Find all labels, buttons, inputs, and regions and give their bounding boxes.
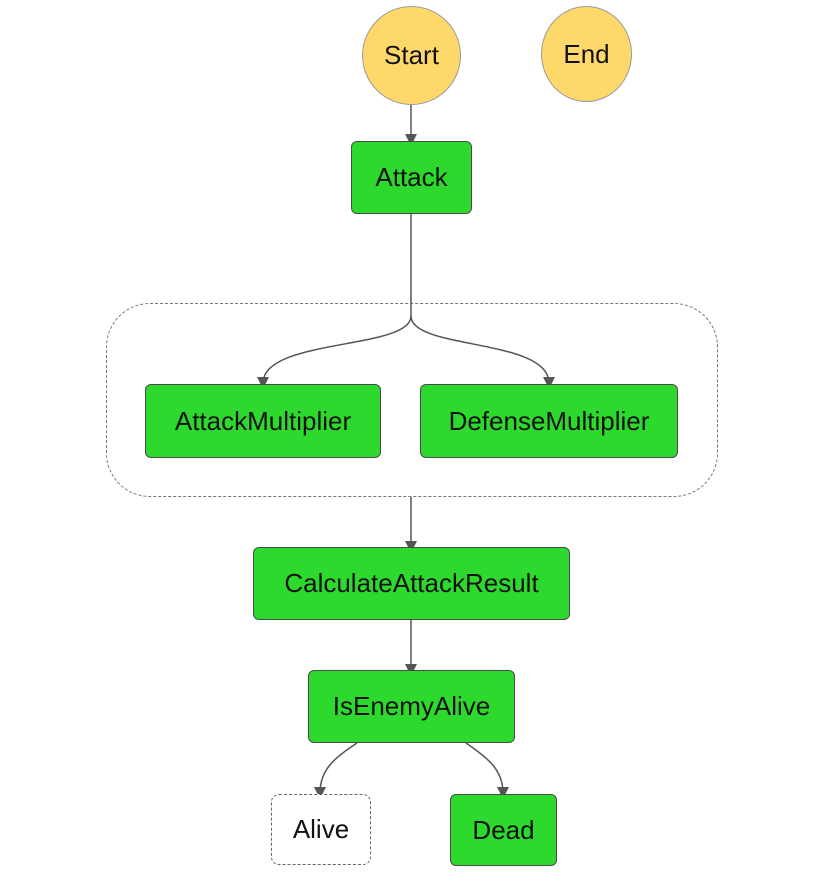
alive-label: Alive <box>292 814 350 844</box>
edge-is-enemy-alive-to-dead <box>465 742 509 799</box>
start-node[interactable]: Start <box>362 6 461 105</box>
is-enemy-alive-state[interactable]: IsEnemyAlive <box>308 670 515 743</box>
attack-multiplier-label: AttackMultiplier <box>174 405 352 436</box>
defense-multiplier-label: DefenseMultiplier <box>448 405 650 436</box>
end-node[interactable]: End <box>541 6 632 102</box>
attack-state[interactable]: Attack <box>351 141 472 214</box>
edge-attack-to-attack-multiplier <box>257 214 412 389</box>
start-label: Start <box>384 40 439 70</box>
dead-state[interactable]: Dead <box>450 794 557 866</box>
alive-state[interactable]: Alive <box>271 794 371 865</box>
edge-attack-to-defense-multiplier <box>410 315 555 389</box>
edge-is-enemy-alive-to-alive <box>314 742 358 799</box>
attack-label: Attack <box>375 162 448 192</box>
calculate-attack-result-label: CalculateAttackResult <box>284 568 539 598</box>
parallel-state-group <box>106 303 718 497</box>
end-label: End <box>563 38 610 69</box>
defense-multiplier-state[interactable]: DefenseMultiplier <box>420 384 678 458</box>
calculate-attack-result-state[interactable]: CalculateAttackResult <box>253 547 570 620</box>
dead-label: Dead <box>472 814 535 845</box>
is-enemy-alive-label: IsEnemyAlive <box>332 691 491 721</box>
attack-multiplier-state[interactable]: AttackMultiplier <box>145 384 381 458</box>
